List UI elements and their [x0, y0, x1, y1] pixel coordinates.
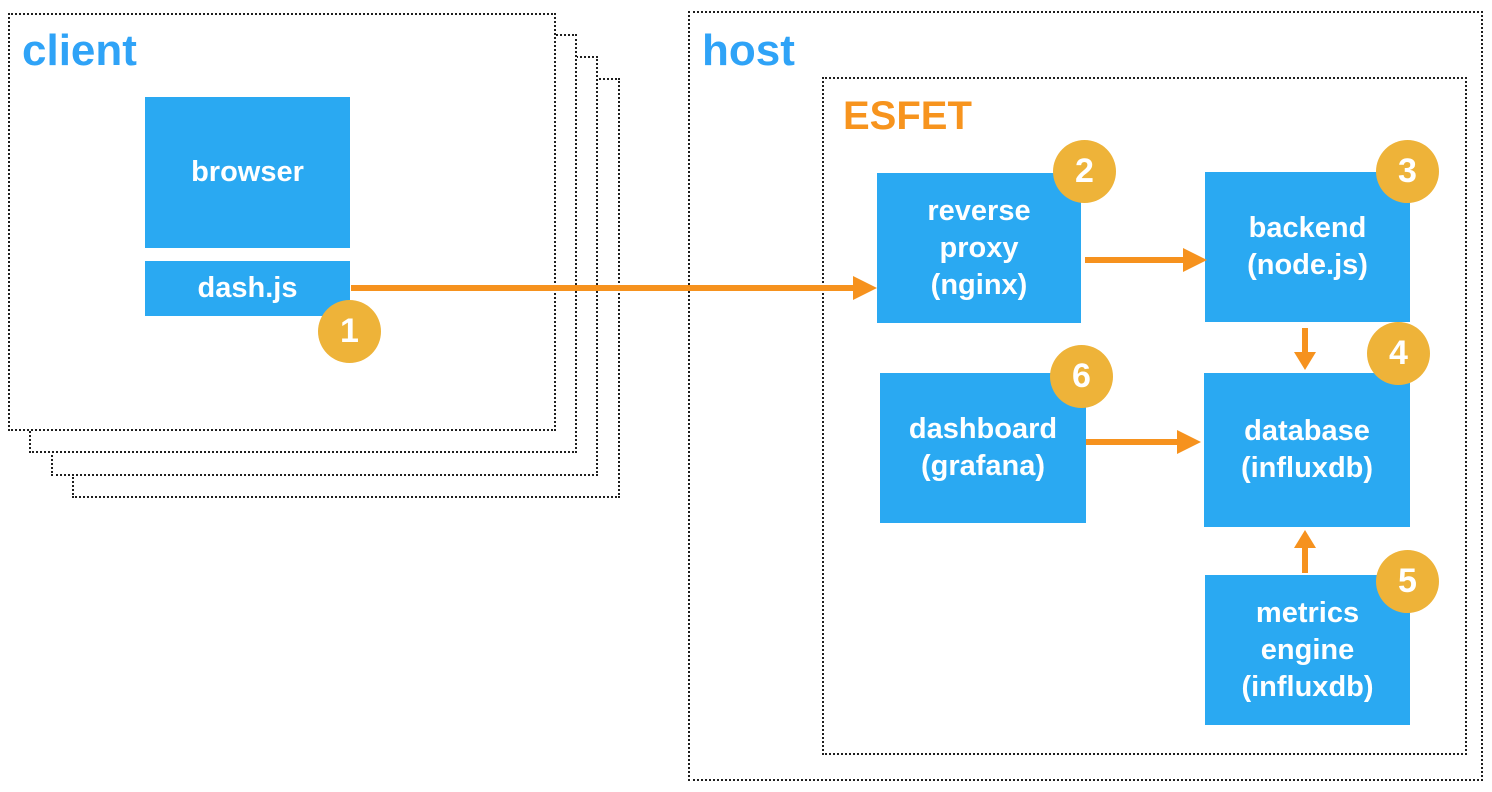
arrow-dashjs-to-proxy-head: [853, 276, 877, 300]
node-reverse-proxy: reverse proxy (nginx): [877, 173, 1081, 323]
node-dashjs: dash.js: [145, 261, 350, 316]
arrow-dashboard-to-database-head: [1177, 430, 1201, 454]
arrow-proxy-to-backend-head: [1183, 248, 1207, 272]
arrow-metrics-to-database-line: [1302, 548, 1308, 573]
node-metrics-engine-line3: (influxdb): [1241, 670, 1374, 703]
node-reverse-proxy-line1: reverse: [927, 194, 1031, 227]
node-database-line1: database: [1244, 415, 1370, 447]
esfet-group-box: [822, 77, 1467, 755]
node-reverse-proxy-line3: (nginx): [930, 268, 1028, 301]
node-backend-line2: (node.js): [1247, 249, 1368, 281]
step-badge-6: 6: [1050, 345, 1113, 408]
node-metrics-engine-line2: engine: [1260, 633, 1355, 666]
arrow-backend-to-database-line: [1302, 328, 1308, 352]
node-backend: backend (node.js): [1205, 172, 1410, 322]
node-database-line2: (influxdb): [1240, 452, 1374, 484]
node-dashboard-line2: (grafana): [920, 450, 1046, 482]
node-reverse-proxy-line2: proxy: [939, 231, 1019, 264]
node-metrics-engine-line1: metrics: [1255, 596, 1360, 629]
node-browser-label: browser: [191, 156, 304, 188]
step-badge-4: 4: [1367, 322, 1430, 385]
arrow-backend-to-database-head: [1294, 352, 1316, 370]
client-group-label: client: [22, 26, 137, 75]
host-group-label: host: [702, 26, 795, 75]
arrow-metrics-to-database-head: [1294, 530, 1316, 548]
arrow-dashjs-to-proxy-line: [351, 285, 853, 291]
arrow-proxy-to-backend-line: [1085, 257, 1183, 263]
step-badge-2: 2: [1053, 140, 1116, 203]
node-database: database (influxdb): [1204, 373, 1410, 527]
step-badge-3: 3: [1376, 140, 1439, 203]
esfet-group-label: ESFET: [843, 94, 972, 138]
node-backend-line1: backend: [1248, 212, 1367, 244]
node-dashboard-line1: dashboard: [908, 413, 1058, 445]
node-browser: browser: [145, 97, 350, 248]
host-group-box: [688, 11, 1483, 781]
step-badge-1: 1: [318, 300, 381, 363]
arrow-dashboard-to-database-line: [1086, 439, 1177, 445]
node-metrics-engine: metrics engine (influxdb): [1205, 575, 1410, 725]
step-badge-5: 5: [1376, 550, 1439, 613]
node-dashjs-label: dash.js: [197, 272, 298, 304]
node-dashboard: dashboard (grafana): [880, 373, 1086, 523]
